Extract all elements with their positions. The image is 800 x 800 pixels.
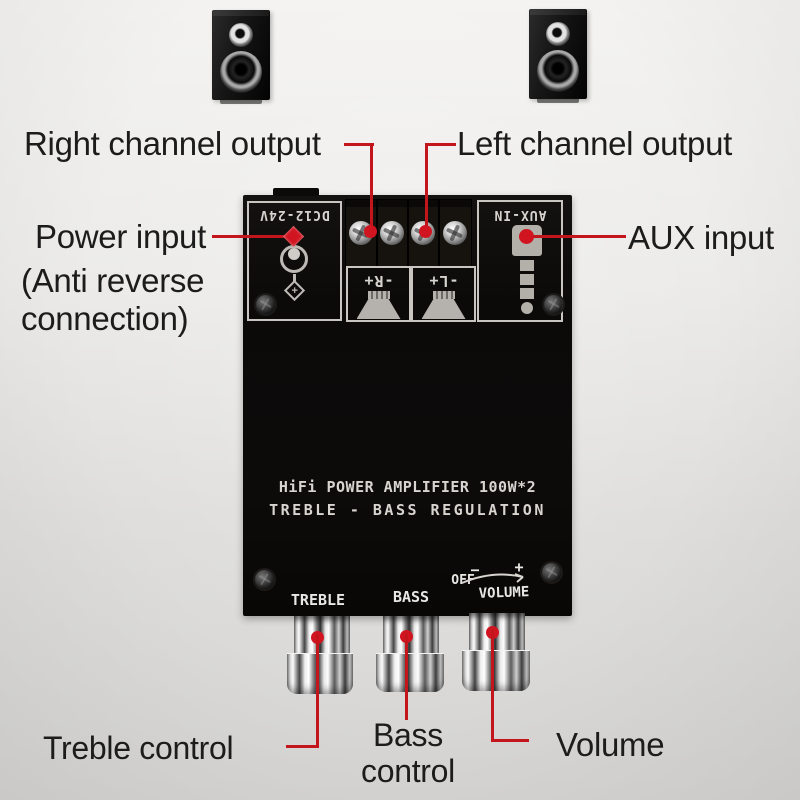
treble-callout-line [316,634,319,748]
dc-jack-stem [293,274,296,282]
board-title-line2: TREBLE - BASS REGULATION [269,501,546,519]
amplifier-board: DC12-24V -R+ -L+ [243,188,572,616]
bass-knob-base [376,653,444,692]
volume-off-marking: OFF [451,573,475,588]
speaker-symbol-icon [432,291,455,299]
board-screw-top-right [544,295,563,314]
bass-label-line2: control [361,753,455,789]
aux-section: AUX-IN [477,200,563,322]
aux-socket-marking: AUX-IN [493,207,547,222]
aux-jack-tip [521,302,533,314]
aux-input-callout-line [533,235,626,238]
right-output-callout-line [370,143,373,231]
power-input-label: Power input [35,218,206,255]
dc-jack-pin-icon [288,248,300,260]
treble-control-label: Treble control [43,730,234,766]
aux-input-marker [519,229,534,244]
aux-jack-segment [520,260,534,271]
right-output-marker [364,225,377,238]
speaker-symbol-icon [367,291,390,299]
bass-label-line1: Bass [373,717,443,753]
volume-direction-arrow-icon [461,573,524,584]
bass-callout-line [405,633,408,720]
aux-input-label: AUX input [628,219,774,256]
speaker-symbol-icon [421,299,466,319]
woofer-icon [537,50,579,92]
terminal-divider [438,200,440,266]
volume-knob-marking: VOLUME [478,584,530,602]
volume-knob-base [462,650,530,691]
speaker-symbol-icon [356,299,401,319]
terminal-screw-2 [380,221,404,245]
board-screw-top-left [256,295,275,314]
left-terminal-marking: -L+ [428,272,459,290]
aux-jack-segment [520,288,534,299]
polarity-diamond-icon [283,279,306,302]
board-title-line1: HiFi POWER AMPLIFIER 100W*2 [278,478,537,496]
right-terminal-marking: -R+ [363,272,394,290]
power-input-callout-line [212,235,287,238]
left-output-marker [419,225,432,238]
power-input-note: (Anti reverse connection) [21,262,204,338]
left-speaker-out-box: -L+ [411,266,476,322]
bass-control-label: Bass control [347,717,469,789]
woofer-icon [220,51,262,93]
treble-callout-line [286,745,319,748]
terminal-screw-4 [443,221,467,245]
terminal-divider [376,200,378,266]
bass-knob-marking: BASS [392,588,430,606]
volume-label: Volume [556,726,665,763]
left-channel-output-label: Left channel output [457,125,733,162]
board-screw-bottom-left [255,570,274,589]
terminal-divider [407,200,409,266]
volume-max-marking: + [514,558,524,576]
power-socket-marking: DC12-24V [259,207,330,222]
power-section: DC12-24V [247,201,342,321]
left-channel-speaker [529,9,587,103]
power-note-line2: connection) [21,300,189,337]
power-note-line1: (Anti reverse [21,262,205,299]
treble-knob-marking: TREBLE [290,591,346,609]
treble-knob-base [287,653,353,694]
aux-jack-segment [520,274,534,285]
right-channel-output-label: Right channel output [24,125,321,162]
tweeter-icon [546,22,570,46]
volume-callout-line [491,739,529,742]
left-output-callout-line [425,143,456,146]
right-channel-speaker [212,10,270,104]
volume-min-marking: − [470,561,480,579]
right-speaker-out-box: -R+ [346,266,411,322]
left-output-callout-line [425,143,428,231]
volume-callout-line [491,629,494,742]
right-output-callout-line [344,143,374,146]
tweeter-icon [229,23,253,47]
board-screw-bottom-right [542,563,561,582]
dc-jack-housing [273,188,319,196]
